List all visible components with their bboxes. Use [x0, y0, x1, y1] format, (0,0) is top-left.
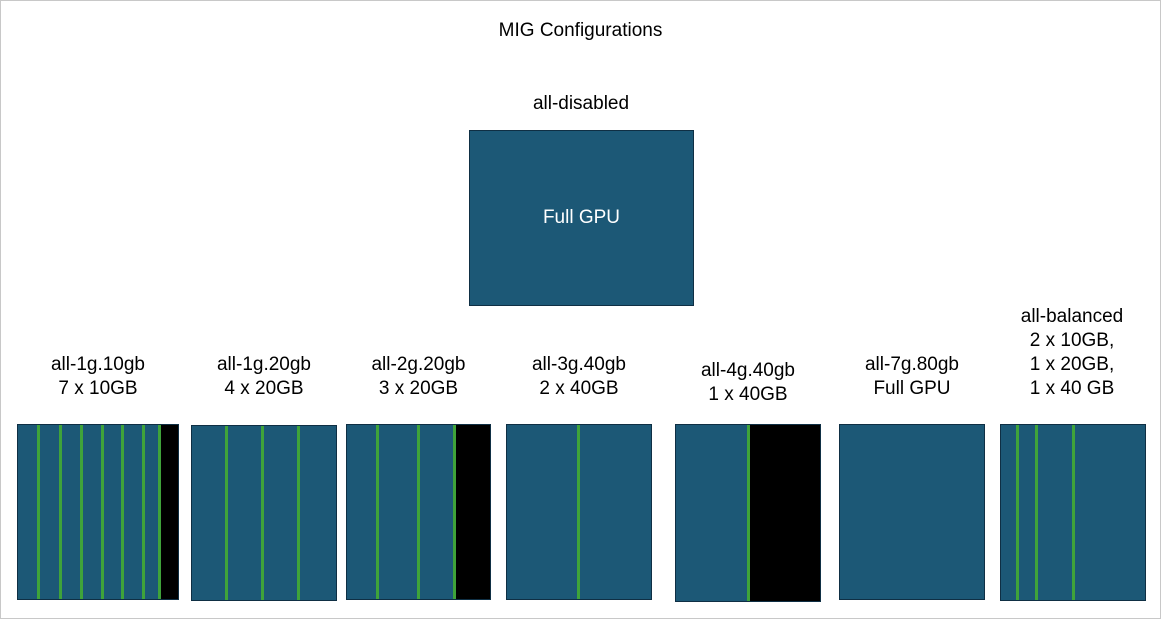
config-detail: 2 x 40GB — [539, 378, 619, 399]
config-name: all-3g.40gb — [531, 354, 627, 375]
gpu-box-2g-20gb — [346, 424, 491, 600]
unused-memory-block — [750, 425, 820, 601]
config-name: all-7g.80gb — [864, 354, 960, 375]
partition-divider — [577, 425, 580, 599]
config-detail: Full GPU — [873, 378, 951, 399]
partition-divider — [376, 425, 379, 599]
config-name: all-balanced — [1020, 306, 1124, 327]
partition-divider — [297, 426, 300, 600]
partition-divider — [37, 425, 40, 599]
partition-divider — [158, 425, 161, 599]
partition-divider — [142, 425, 145, 599]
full-gpu-text: Full GPU — [542, 207, 621, 228]
config-label-4g-40gb: all-4g.40gb 1 x 40GB — [675, 359, 821, 407]
partition-divider — [121, 425, 124, 599]
config-detail: 1 x 40GB — [708, 384, 788, 405]
partition-divider — [80, 425, 83, 599]
config-label-3g-40gb: all-3g.40gb 2 x 40GB — [506, 353, 652, 401]
all-disabled-label: all-disabled — [532, 93, 630, 114]
partition-divider — [1016, 425, 1019, 600]
config-detail: 3 x 20GB — [378, 378, 459, 399]
gpu-box-1g-10gb — [17, 424, 179, 600]
partition-divider — [225, 426, 228, 600]
gpu-box-1g-20gb — [191, 425, 337, 601]
full-gpu-box: Full GPU — [469, 130, 694, 306]
config-detail-line: 1 x 20GB, — [1029, 354, 1115, 375]
config-label-1g-10gb: all-1g.10gb 7 x 10GB — [17, 353, 179, 401]
config-name: all-1g.20gb — [216, 354, 312, 375]
diagram-title: MIG Configurations — [498, 20, 663, 41]
partition-divider — [1072, 425, 1075, 600]
config-detail: 4 x 20GB — [224, 378, 304, 399]
gpu-box-4g-40gb — [675, 424, 821, 602]
partition-divider — [417, 425, 420, 599]
partition-divider — [453, 425, 456, 599]
config-label-balanced: all-balanced 2 x 10GB, 1 x 20GB, 1 x 40 … — [999, 305, 1145, 401]
gpu-box-7g-80gb — [839, 424, 985, 600]
partition-divider — [747, 425, 750, 601]
unused-memory-block — [456, 425, 490, 599]
partition-divider — [261, 426, 264, 600]
partition-divider — [101, 425, 104, 599]
partition-divider — [1035, 425, 1038, 600]
partition-divider — [59, 425, 62, 599]
config-label-7g-80gb: all-7g.80gb Full GPU — [839, 353, 985, 401]
config-detail-line: 2 x 10GB, — [1029, 330, 1115, 351]
config-name: all-2g.20gb — [371, 354, 466, 375]
config-name: all-4g.40gb — [700, 360, 796, 381]
config-label-1g-20gb: all-1g.20gb 4 x 20GB — [191, 353, 337, 401]
config-name: all-1g.10gb — [50, 354, 146, 375]
gpu-box-balanced — [1000, 424, 1146, 601]
gpu-box-3g-40gb — [506, 424, 652, 600]
config-detail: 7 x 10GB — [58, 378, 138, 399]
config-label-2g-20gb: all-2g.20gb 3 x 20GB — [346, 353, 491, 401]
unused-memory-block — [161, 425, 178, 599]
config-detail-line: 1 x 40 GB — [1029, 378, 1115, 399]
